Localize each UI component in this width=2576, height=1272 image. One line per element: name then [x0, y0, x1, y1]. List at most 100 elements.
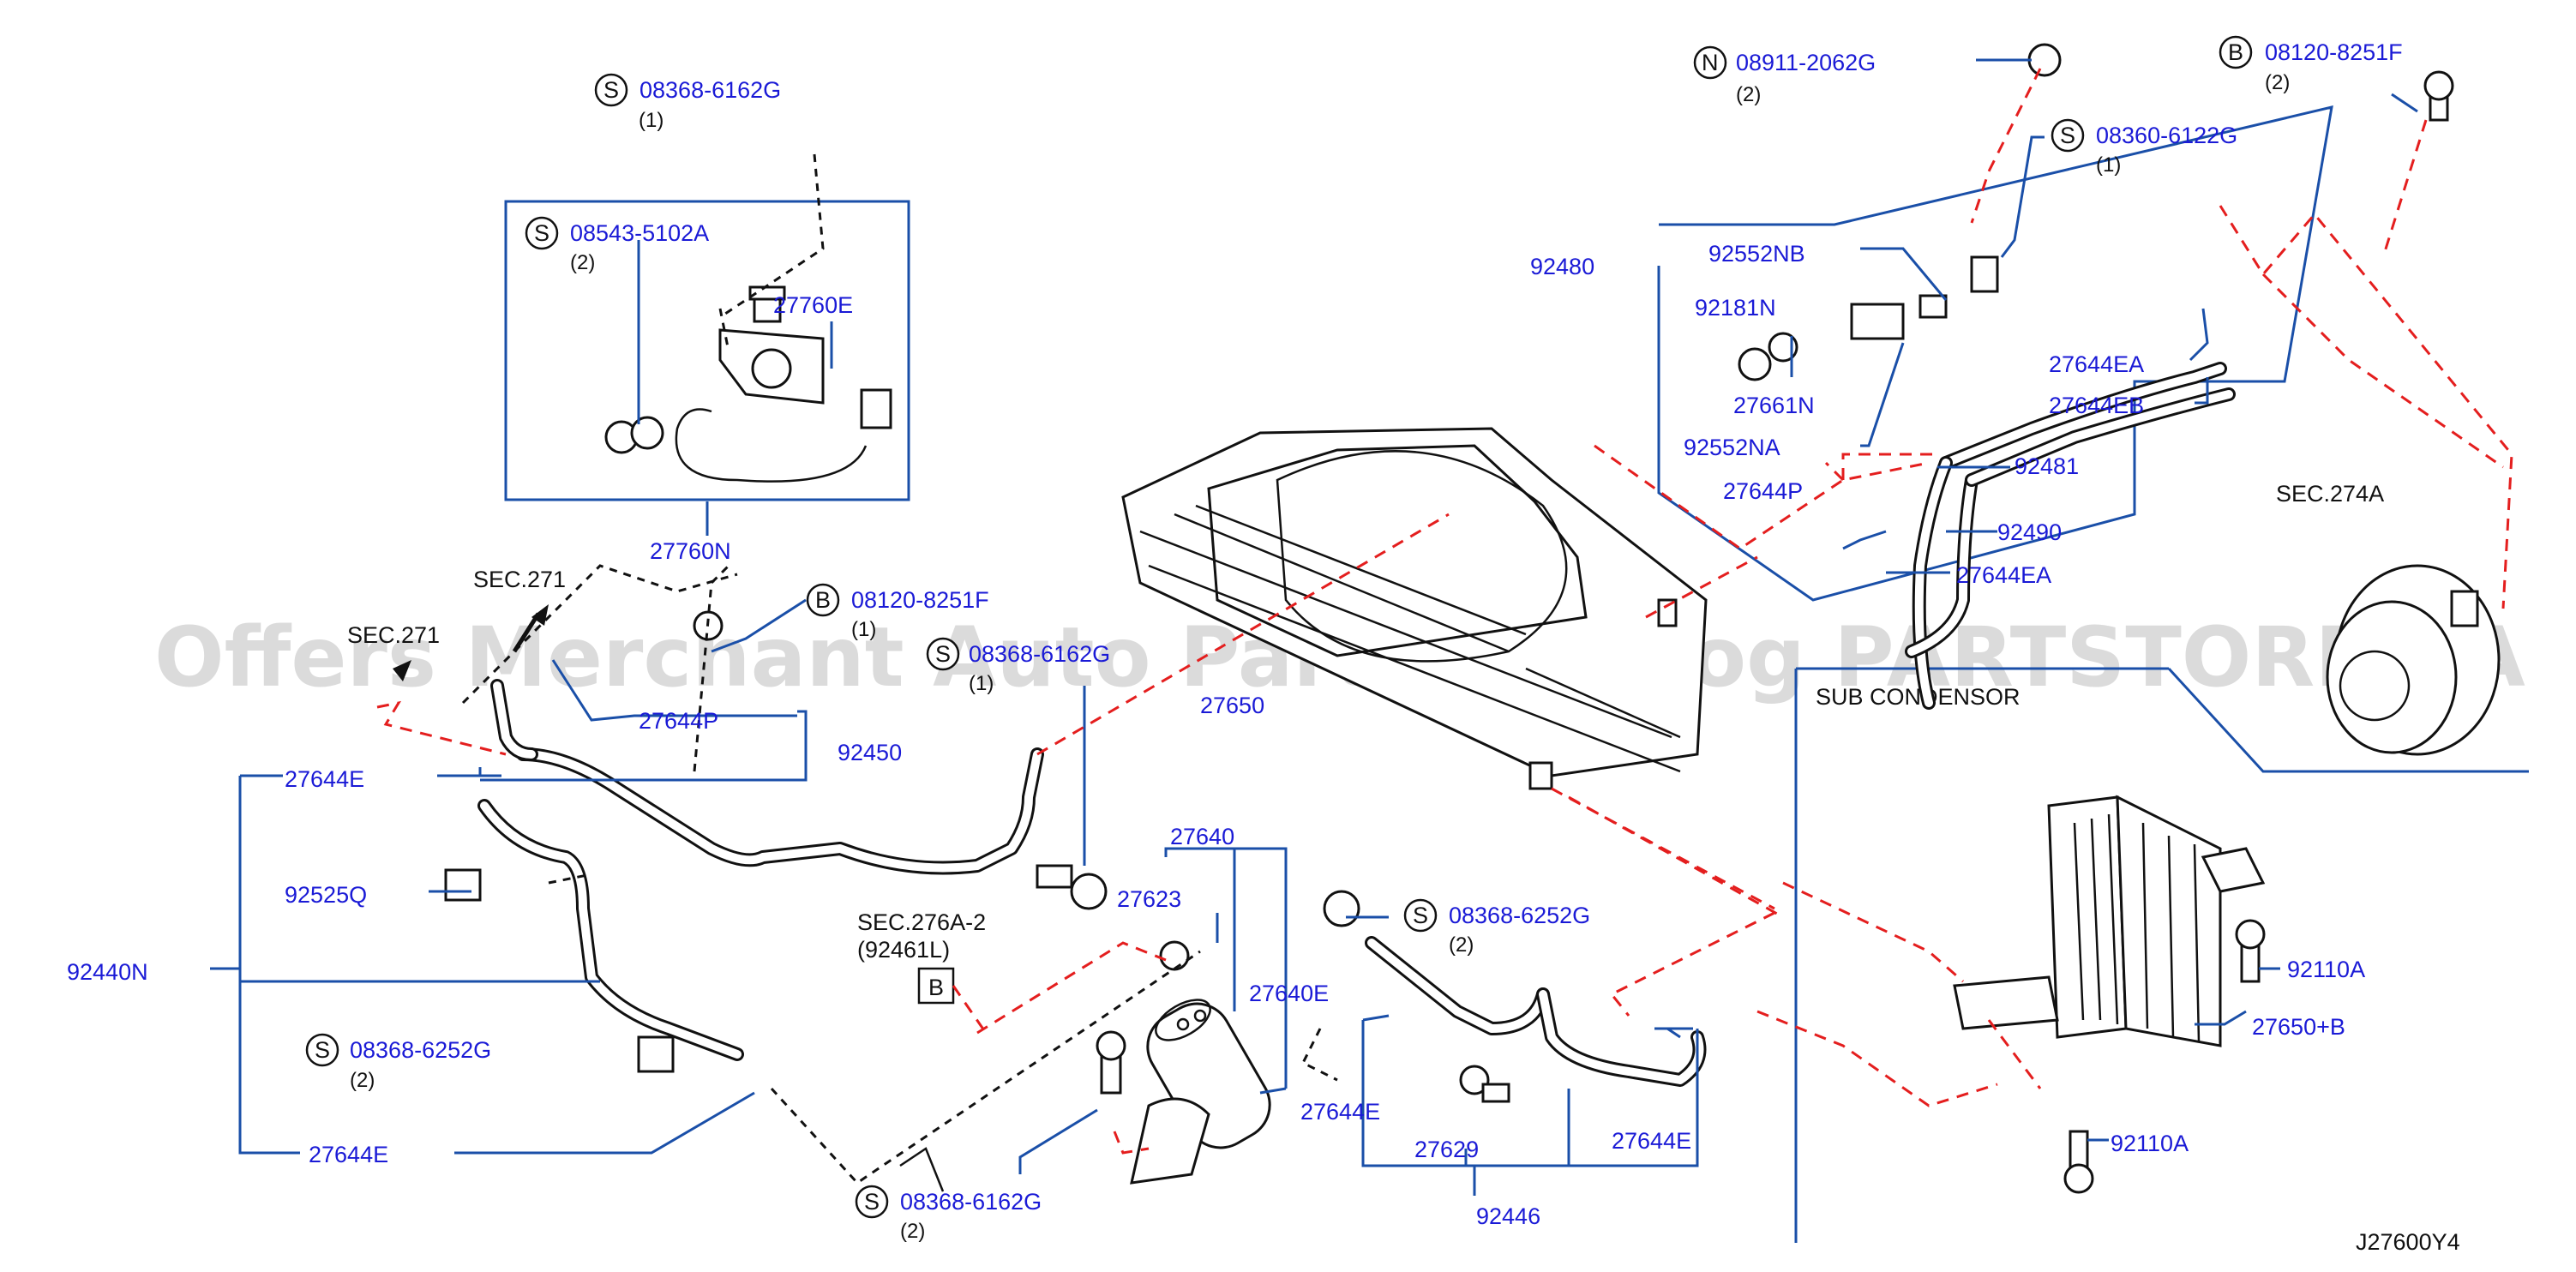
part-label-27650[interactable]: 27650 [1200, 693, 1264, 718]
part-label-27640e[interactable]: 27640E [1249, 981, 1329, 1006]
fastener-qty: (1) [851, 618, 876, 641]
receiver-drier-27640e [1146, 999, 1271, 1149]
part-label-92110a-1[interactable]: 92110A [2287, 957, 2365, 982]
fastener-callout-9[interactable]: S 08360-6122G (1) [2051, 118, 2237, 177]
sub-condensor-title: SUB CONDENSOR [1816, 684, 2021, 710]
part-label-27644e-3[interactable]: 27644E [1300, 1099, 1380, 1125]
part-label-27644e-2[interactable]: 27644E [309, 1142, 388, 1167]
fastener-part-number[interactable]: 08368-6252G [350, 1037, 491, 1063]
black-dashed-lines [461, 153, 1338, 1185]
fastener-callout-4[interactable]: S 08368-6162G (1) [926, 637, 1110, 695]
fastener-qty: (1) [969, 672, 994, 695]
badge-circle [806, 583, 840, 617]
fastener-badge: S [864, 1189, 880, 1215]
fastener-qty: (2) [350, 1069, 375, 1092]
pipe-92446 [1365, 936, 1707, 1087]
fastener-qty: (2) [2265, 71, 2290, 94]
fastener-callout-8[interactable]: N 08911-2062G (2) [1693, 45, 1876, 106]
fastener-callout-3[interactable]: B 08120-8251F (1) [806, 583, 989, 641]
fastener-badge: S [603, 77, 619, 103]
fastener-qty: (1) [639, 109, 664, 132]
group-outline-92480 [1657, 105, 2333, 602]
fastener-callout-7[interactable]: S 08368-6162G (2) [855, 1185, 1042, 1243]
fastener-part-number[interactable]: 08543-5102A [570, 220, 709, 246]
ref-box-b-label: B [928, 975, 944, 1000]
fastener-qty: (1) [2096, 153, 2121, 177]
fastener-qty: (2) [900, 1220, 925, 1243]
part-label-27644ea-1[interactable]: 27644EA [2049, 351, 2144, 377]
fastener-part-number[interactable]: 08360-6122G [2096, 123, 2237, 148]
part-label-27644p-right[interactable]: 27644P [1723, 478, 1803, 504]
part-label-27760e[interactable]: 27760E [773, 292, 853, 318]
part-label-92446[interactable]: 92446 [1476, 1203, 1540, 1229]
fastener-callout-5[interactable]: S 08368-6252G (2) [1403, 898, 1590, 957]
drier-bracket [1096, 1030, 1210, 1185]
fastener-badge: N [1702, 50, 1719, 75]
fastener-part-number[interactable]: 08368-6162G [639, 77, 781, 103]
compressor [2326, 564, 2501, 756]
part-label-92525q[interactable]: 92525Q [285, 882, 367, 908]
sub-condenser-27650b [1953, 795, 2266, 1047]
part-label-27644p-left[interactable]: 27644P [639, 708, 718, 734]
badge-circle [305, 1033, 339, 1067]
ref-sec271-a[interactable]: SEC.271 [473, 567, 566, 592]
part-label-27640[interactable]: 27640 [1170, 824, 1234, 849]
part-label-92481[interactable]: 92481 [2015, 453, 2079, 479]
part-label-92552nb[interactable]: 92552NB [1708, 241, 1805, 267]
ref-sec274a[interactable]: SEC.274A [2276, 481, 2384, 507]
fastener-callout-2[interactable]: S 08543-5102A (2) [525, 216, 709, 274]
part-label-92552na[interactable]: 92552NA [1684, 435, 1780, 460]
part-label-27760n[interactable]: 27760N [650, 538, 731, 564]
part-label-27650b[interactable]: 27650+B [2252, 1014, 2345, 1040]
red-dashed-lines [376, 68, 2513, 1155]
fastener-badge: S [315, 1037, 330, 1063]
part-label-92480[interactable]: 92480 [1530, 254, 1594, 279]
condenser-radiator-27650 [1121, 427, 1708, 790]
fastener-part-number[interactable]: 08368-6162G [900, 1189, 1042, 1215]
fastener-qty: (2) [1449, 933, 1474, 957]
badge-circle [1403, 898, 1438, 933]
pipes-92481-92490 [1905, 362, 2236, 710]
ref-sec276a2[interactable]: SEC.276A-2 [857, 909, 986, 935]
leader-lines [210, 58, 2418, 1196]
part-label-92181n[interactable]: 92181N [1695, 295, 1776, 321]
part-label-27644e-4[interactable]: 27644E [1612, 1128, 1691, 1154]
badge-circle [926, 637, 960, 671]
fastener-part-number[interactable]: 08368-6162G [969, 641, 1110, 667]
part-label-27644e-1[interactable]: 27644E [285, 766, 364, 792]
badge-circle [1693, 45, 1727, 80]
sub-condensor-frame [1794, 667, 2529, 1243]
fastener-badge: S [1413, 903, 1428, 928]
badge-circle [2051, 118, 2085, 153]
sec271-arrow-2 [393, 660, 411, 681]
fastener-callout-1[interactable]: S 08368-6162G (1) [594, 73, 781, 132]
ref-sec271-b[interactable]: SEC.271 [347, 622, 440, 648]
part-label-92440n[interactable]: 92440N [67, 959, 148, 985]
fastener-badge: S [935, 641, 951, 667]
fastener-callout-6[interactable]: S 08368-6252G (2) [305, 1033, 491, 1092]
small-parts [444, 43, 2454, 1194]
fastener-qty: (2) [570, 251, 595, 274]
part-label-27644ea-2[interactable]: 27644EA [1956, 562, 2051, 588]
part-label-27661n[interactable]: 27661N [1733, 393, 1815, 418]
part-label-92450[interactable]: 92450 [838, 740, 902, 765]
ref-box-b-link [952, 985, 988, 1034]
part-label-27629[interactable]: 27629 [1414, 1137, 1479, 1162]
part-label-27644eb[interactable]: 27644EB [2049, 393, 2144, 418]
diagram-id: J27600Y4 [2356, 1229, 2460, 1255]
fastener-part-number[interactable]: 08120-8251F [2265, 39, 2403, 65]
part-label-92110a-2[interactable]: 92110A [2111, 1131, 2189, 1156]
pipe-92440n [477, 799, 744, 1061]
fastener-part-number[interactable]: 08368-6252G [1449, 903, 1590, 928]
fastener-part-number[interactable]: 08120-8251F [851, 587, 989, 613]
fastener-callout-10[interactable]: B 08120-8251F (2) [2219, 35, 2403, 94]
part-label-27623[interactable]: 27623 [1117, 886, 1181, 912]
part-label-92490[interactable]: 92490 [1997, 519, 2062, 545]
fastener-part-number[interactable]: 08911-2062G [1736, 50, 1876, 75]
fastener-badge: S [2060, 123, 2075, 148]
fastener-badge: B [815, 587, 831, 613]
fastener-badge: B [2228, 39, 2243, 65]
box-27760n [504, 200, 910, 501]
